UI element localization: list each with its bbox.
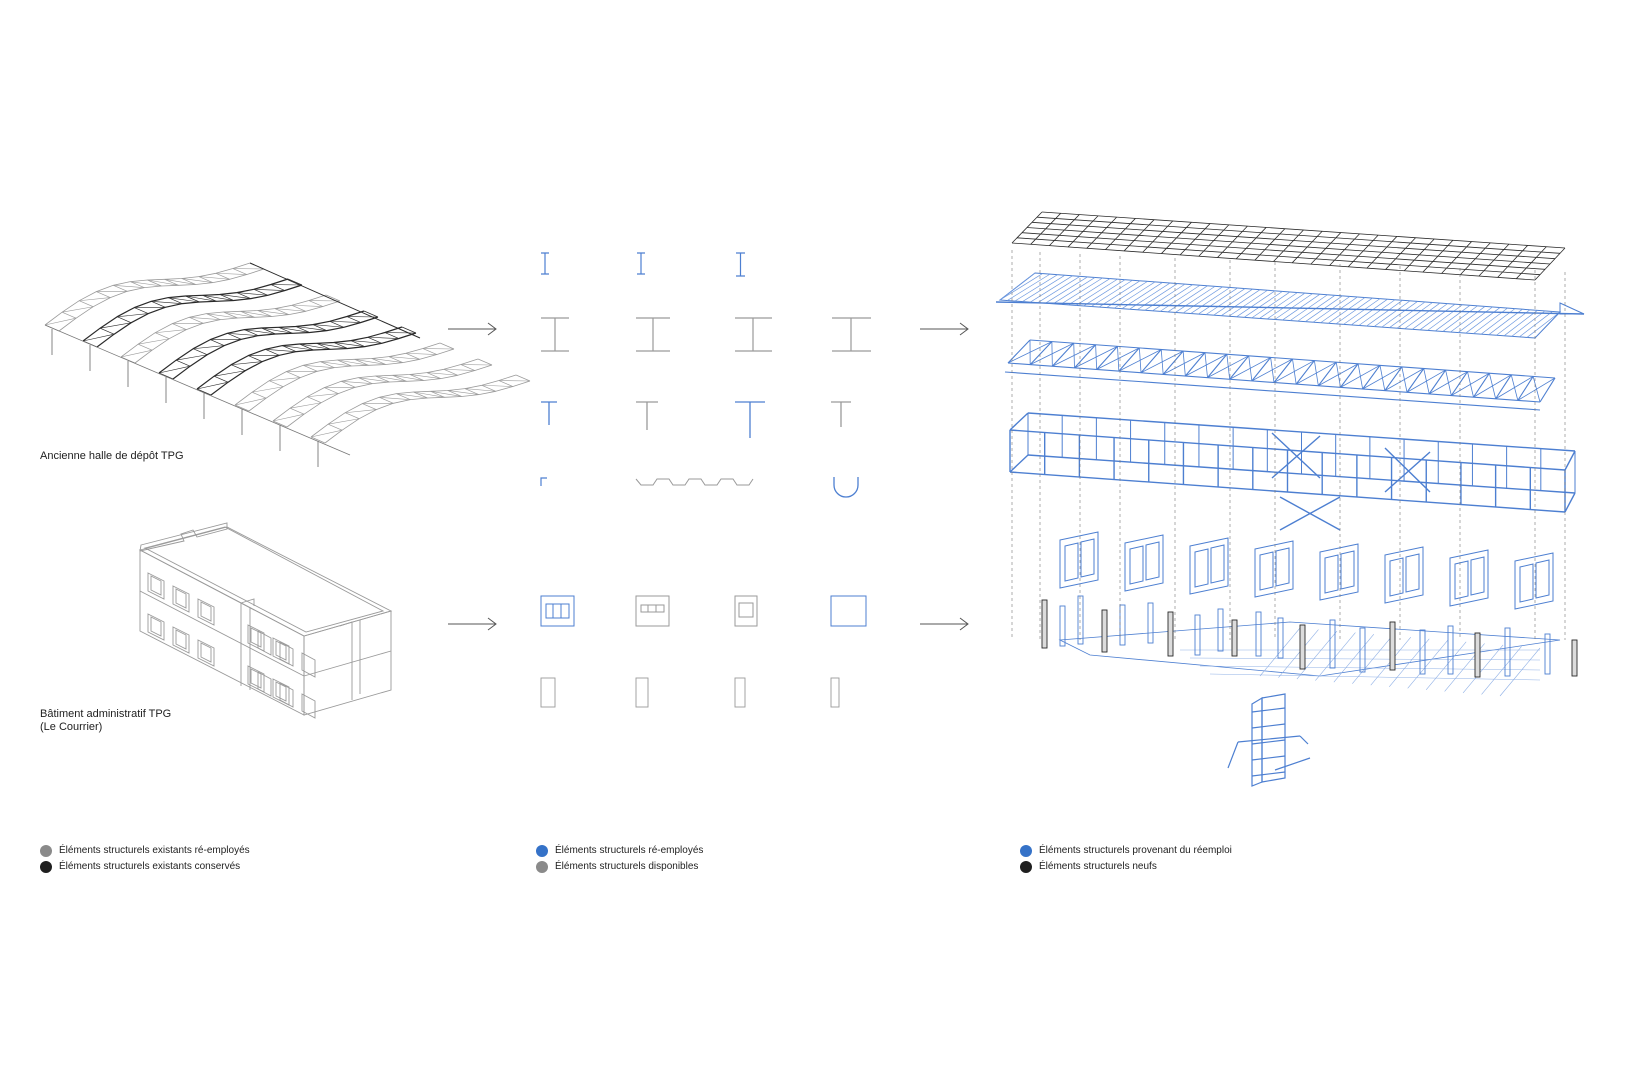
i-beam-icon [541,252,745,277]
window-panel-icon [540,595,867,627]
arrow-right-icon [448,617,497,631]
legend-dot-icon [1020,845,1032,857]
wide-flange-beam-icon [541,317,871,352]
exploded-axonometric-drawing [995,211,1585,787]
legend-item: Éléments structurels neufs [1020,859,1232,875]
legend-label: Éléments structurels existants ré-employ… [59,845,250,856]
legend-project: Éléments structurels provenant du réempl… [1020,843,1232,875]
legend-dot-icon [536,845,548,857]
admin-caption-line2: (Le Courrier) [40,721,103,733]
legend-dot-icon [40,845,52,857]
legend-item: Éléments structurels provenant du réempl… [1020,843,1232,859]
column-profile-icon [540,677,840,708]
arrow-right-icon [448,322,497,336]
corrugated-sheet-icon [635,478,754,486]
legend-item: Éléments structurels existants conservés [40,859,250,875]
legend-item: Éléments structurels ré-employés [536,843,703,859]
arrow-icons [448,322,969,631]
structural-elements-catalogue [540,252,871,708]
legend-item: Éléments structurels existants ré-employ… [40,843,250,859]
legend-label: Éléments structurels existants conservés [59,861,241,872]
legend-dot-icon [1020,861,1032,873]
legend-dot-icon [40,861,52,873]
arrow-right-icon [920,322,969,336]
hall-caption: Ancienne halle de dépôt TPG [40,450,184,462]
legend-dot-icon [536,861,548,873]
depot-hall-drawing [44,262,531,467]
angle-profile-icon [540,477,547,486]
legend-label: Éléments structurels ré-employés [555,845,704,856]
legend-existing: Éléments structurels existants ré-employ… [40,843,250,875]
admin-caption: Bâtiment administratif TPG (Le Courrier) [40,708,171,734]
legend-item: Éléments structurels disponibles [536,859,703,875]
admin-caption-line1: Bâtiment administratif TPG [40,708,172,720]
t-section-icon [541,401,851,438]
admin-building-drawing [138,522,393,719]
arrow-right-icon [920,617,969,631]
legend-label: Éléments structurels neufs [1039,861,1157,872]
legend-label: Éléments structurels disponibles [555,861,699,872]
legend-label: Éléments structurels provenant du réempl… [1039,845,1232,856]
legend-catalogue: Éléments structurels ré-employés Élément… [536,843,703,875]
u-profile-icon [833,477,859,498]
